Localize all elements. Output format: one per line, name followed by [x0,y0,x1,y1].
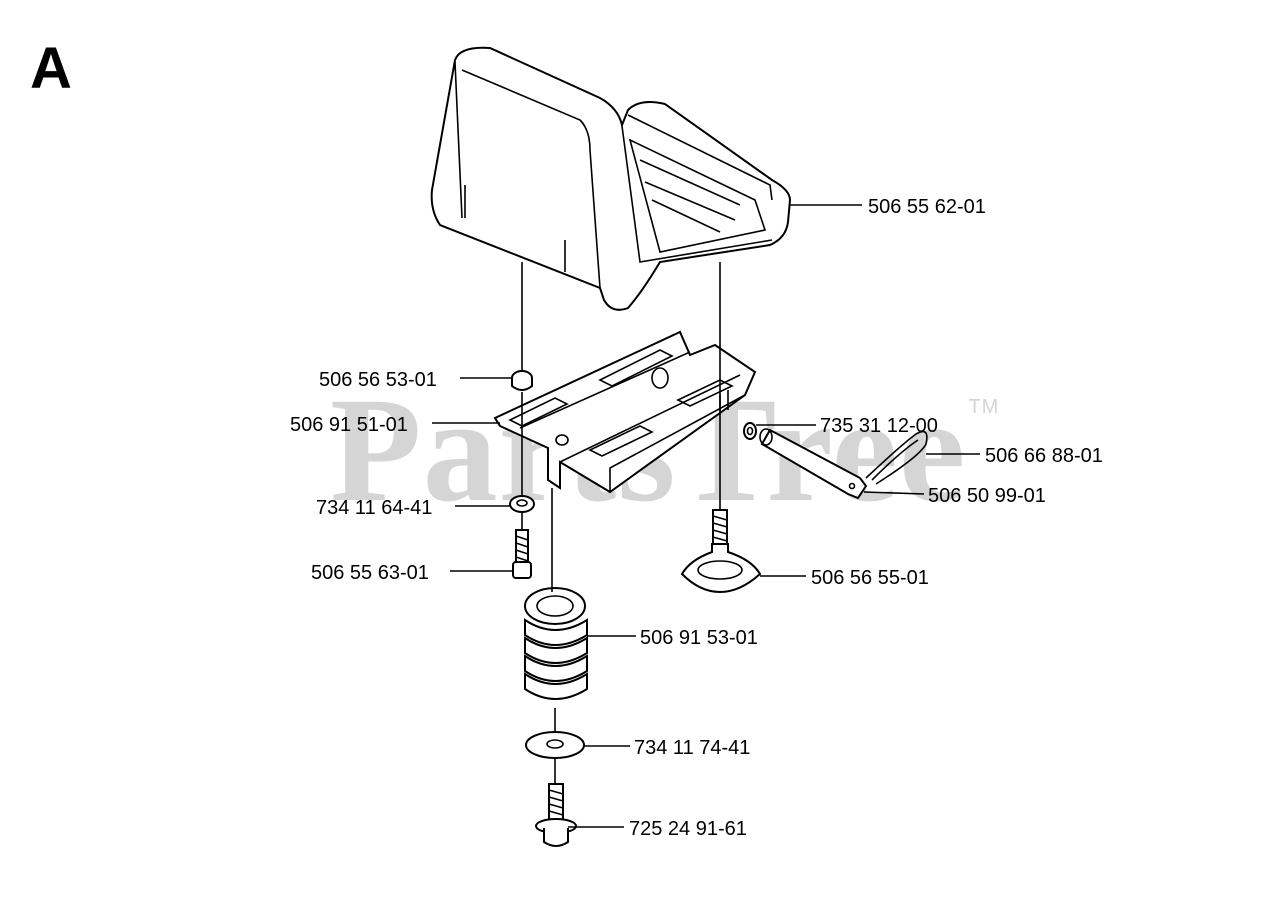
label-cotter-pin: 506 66 88-01 [985,445,1103,467]
label-bracket: 506 91 51-01 [290,414,408,436]
label-cap-nut: 506 56 53-01 [319,369,437,391]
watermark-tm: TM [968,396,1000,418]
spring-drawing[interactable] [524,587,588,700]
label-flat-washer: 734 11 74-41 [634,737,750,759]
bracket-drawing[interactable] [493,330,757,494]
label-pivot-pin: 506 50 99-01 [928,485,1046,507]
pivot-pin-drawing[interactable] [759,428,868,500]
flange-bolt-drawing[interactable] [535,783,577,847]
flat-washer-drawing[interactable] [525,731,585,759]
leader-lines [432,204,980,828]
washer-drawing[interactable] [509,495,535,513]
part-labels: 506 55 62-01 506 56 53-01 506 91 51-01 7… [290,196,1103,840]
knob-drawing[interactable] [680,509,762,594]
section-letter: A [30,36,72,101]
label-knob: 506 56 55-01 [811,567,929,589]
label-seat: 506 55 62-01 [868,196,986,218]
label-flange-bolt: 725 24 91-61 [629,818,747,840]
cotter-pin-drawing[interactable] [865,430,928,485]
seat-drawing[interactable] [430,46,792,311]
bolt-drawing[interactable] [512,529,532,579]
label-bolt: 506 55 63-01 [311,562,429,584]
small-washer-drawing[interactable] [743,422,757,440]
label-small-washer: 735 31 12-00 [820,415,938,437]
assembly-lines [521,262,721,784]
label-spring: 506 91 53-01 [640,627,758,649]
label-washer: 734 11 64-41 [316,497,432,519]
cap-nut-drawing[interactable] [511,370,533,391]
